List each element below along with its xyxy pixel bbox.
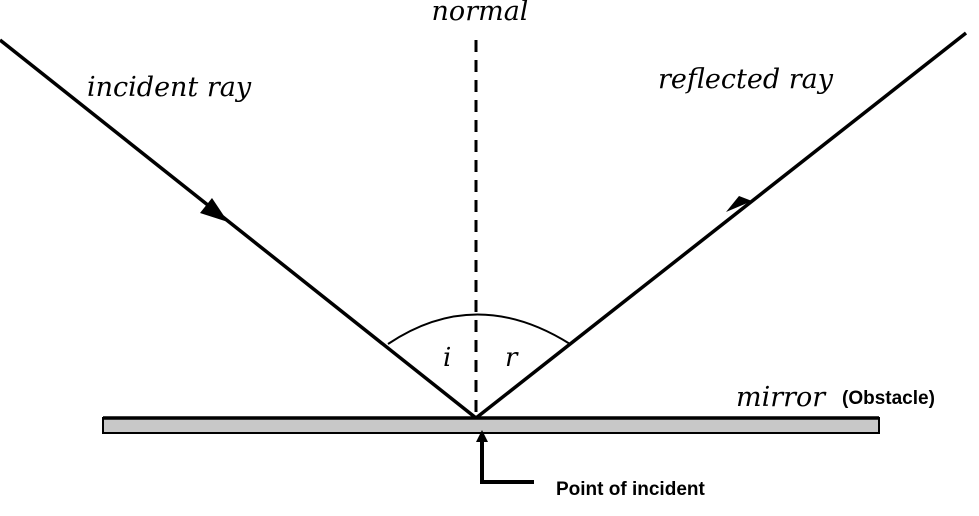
pointer-arrowhead: [476, 430, 488, 442]
point-of-incident-label: Point of incident: [556, 479, 705, 500]
angle-r-label: r: [505, 343, 519, 373]
mirror-label: mirror: [736, 382, 827, 413]
angle-arc: [387, 313, 571, 345]
reflected-arrowhead: [726, 196, 752, 212]
pointer-line: [480, 442, 534, 484]
obstacle-label: (Obstacle): [842, 388, 935, 409]
incident-arrowhead: [200, 198, 228, 222]
incident-ray-label: incident ray: [87, 72, 252, 103]
normal-label: normal: [432, 0, 529, 27]
mirror-surface: [102, 417, 880, 434]
angle-i-label: i: [443, 343, 451, 373]
incident-ray-line: [0, 38, 478, 420]
reflected-ray-label: reflected ray: [658, 64, 834, 95]
reflected-ray-line: [474, 31, 968, 420]
